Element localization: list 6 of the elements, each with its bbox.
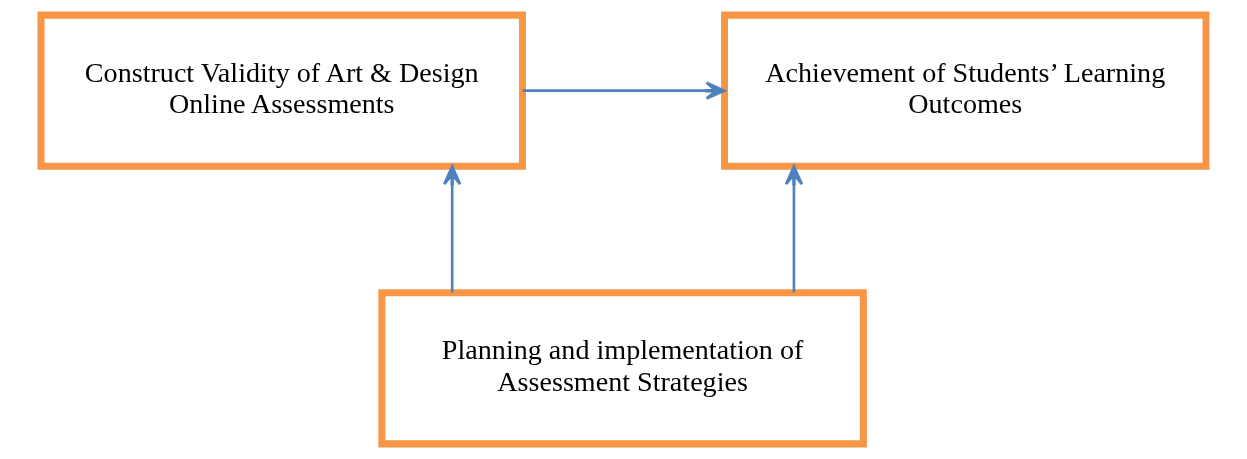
arrow bbox=[784, 165, 804, 293]
node-box: Planning and implementation of Assessment Strategies bbox=[378, 289, 867, 448]
arrow bbox=[522, 81, 726, 100]
node-box: Construct Validity of Art & Design Online Assessments bbox=[37, 11, 526, 170]
node-box: Achievement of Students’ Learning Outcomes bbox=[721, 11, 1210, 170]
arrow bbox=[442, 165, 462, 293]
